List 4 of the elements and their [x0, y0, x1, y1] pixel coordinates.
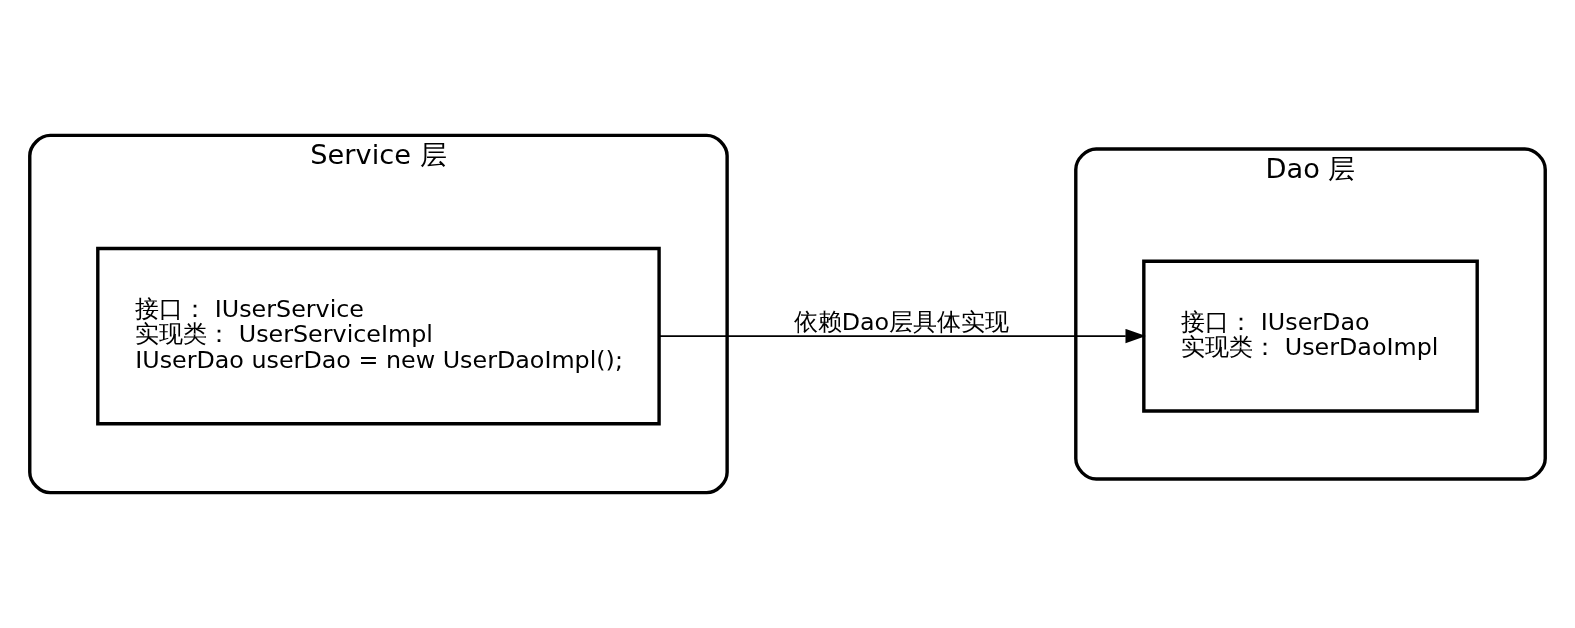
arrow — [658, 328, 1146, 344]
node-box: 接口： IUserService 实现类： UserServiceImpl IUserDao userDao = new UserDaoImpl(); — [96, 246, 661, 426]
node-box: 接口： IUserDao 实现类： UserDaoImpl — [1142, 259, 1479, 413]
edge-label: 依赖Dao层具体实现 — [793, 307, 1010, 336]
